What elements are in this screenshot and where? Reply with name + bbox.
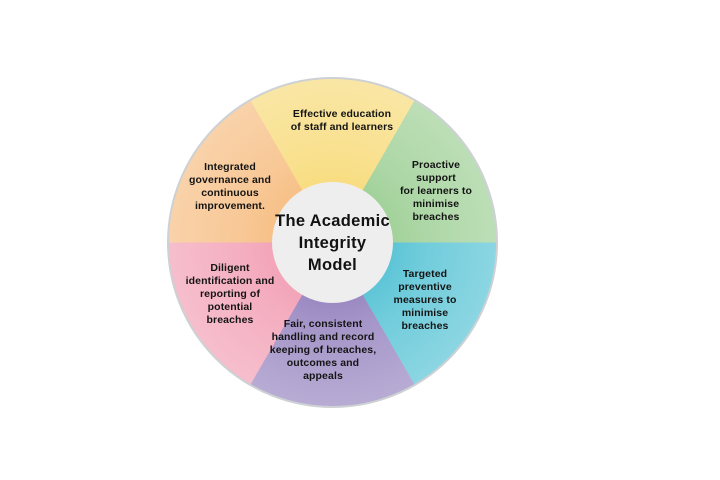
segment-label-effective-education: Effective education of staff and learner…	[290, 108, 394, 133]
segment-label-targeted-preventive-measures: Targeted preventive measures to minimise…	[393, 268, 457, 332]
diagram-title: The Academic Integrity Model	[275, 211, 390, 274]
segment-label-diligent-identification: Diligent identification and reporting of…	[185, 262, 275, 326]
segment-label-integrated-governance: Integrated governance and continuous imp…	[189, 161, 271, 212]
segment-label-proactive-support: Proactive support for learners to minimi…	[399, 159, 473, 223]
segment-label-fair-consistent-handling: Fair, consistent handling and record kee…	[269, 318, 377, 382]
center-hub-circle: The Academic Integrity Model	[272, 182, 393, 303]
